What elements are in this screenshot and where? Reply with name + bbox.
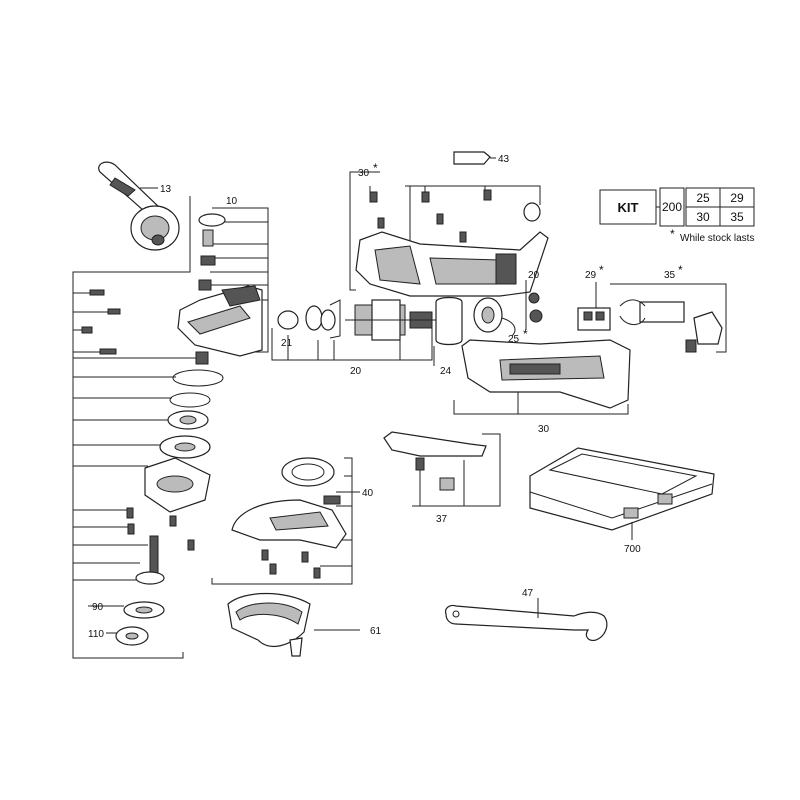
electronics-bracket: [610, 283, 727, 353]
handle-housing-bracket: [453, 392, 629, 415]
guard-clamp-part: [281, 457, 341, 505]
callout-30-bottom: 30: [538, 424, 550, 435]
callout-700: 700: [624, 544, 641, 555]
callout-30-top-star: *: [373, 161, 378, 175]
kit-cell-35: 35: [730, 210, 744, 224]
small-gear-parts-stack: [198, 213, 226, 291]
callout-20-right: 20: [528, 270, 540, 281]
kit-label: KIT: [618, 200, 639, 215]
callout-47: 47: [522, 588, 534, 599]
kit-code: 200: [662, 200, 682, 214]
leader-lines: [88, 187, 435, 634]
callout-61: 61: [370, 626, 382, 637]
gear-head-housing: [177, 285, 263, 357]
callout-35: 35: [664, 270, 676, 281]
motor-bracket: [271, 280, 527, 361]
label-tag-part: [453, 151, 496, 165]
callout-10: 10: [226, 196, 238, 207]
callout-43: 43: [498, 154, 510, 165]
stock-note-text: While stock lasts: [680, 233, 754, 244]
housing-top-screws: [369, 189, 541, 243]
kit-cell-30: 30: [696, 210, 710, 224]
stock-note: * While stock lasts: [670, 227, 754, 244]
upper-housing-part: [355, 231, 549, 297]
callout-13: 13: [160, 184, 172, 195]
kit-table: KIT 200 25 29 30 35: [599, 187, 755, 227]
kit-cell-25: 25: [696, 191, 710, 205]
side-handle-part: [98, 161, 180, 251]
handle-housing-part: [461, 339, 631, 409]
callout-110: 110: [88, 629, 104, 640]
carry-case-part: [529, 447, 715, 540]
callout-30-top: 30: [358, 168, 370, 179]
callout-90: 90: [92, 602, 104, 613]
spanner-wrench-part: [445, 598, 608, 641]
callout-21: 21: [281, 338, 293, 349]
callout-25: 25: [508, 334, 520, 345]
guard-plate-part: [231, 499, 347, 579]
callout-35-star: *: [678, 263, 683, 277]
callout-29-star: *: [599, 263, 604, 277]
electronics-module-part: [619, 299, 723, 353]
callout-24: 24: [440, 366, 452, 377]
callout-37: 37: [436, 514, 448, 525]
callout-20-motor: 20: [350, 366, 362, 377]
callout-25-star: *: [523, 327, 528, 341]
housing-screws: [81, 289, 121, 355]
motor-armature-parts: [277, 292, 543, 346]
callout-29: 29: [585, 270, 597, 281]
wheel-guard-part: [227, 592, 360, 657]
callout-40: 40: [362, 488, 374, 499]
gear-assembly-bracket: [72, 196, 269, 659]
switch-module-part: [577, 282, 611, 331]
stock-note-star: *: [670, 227, 675, 241]
callout-labels: 13 10 30 * 43 20 21 20 24 25 * 29 * 35 *…: [88, 154, 683, 640]
kit-cell-29: 29: [730, 191, 744, 205]
lock-lever-part: [383, 431, 487, 491]
spindle-stack: [115, 351, 224, 646]
